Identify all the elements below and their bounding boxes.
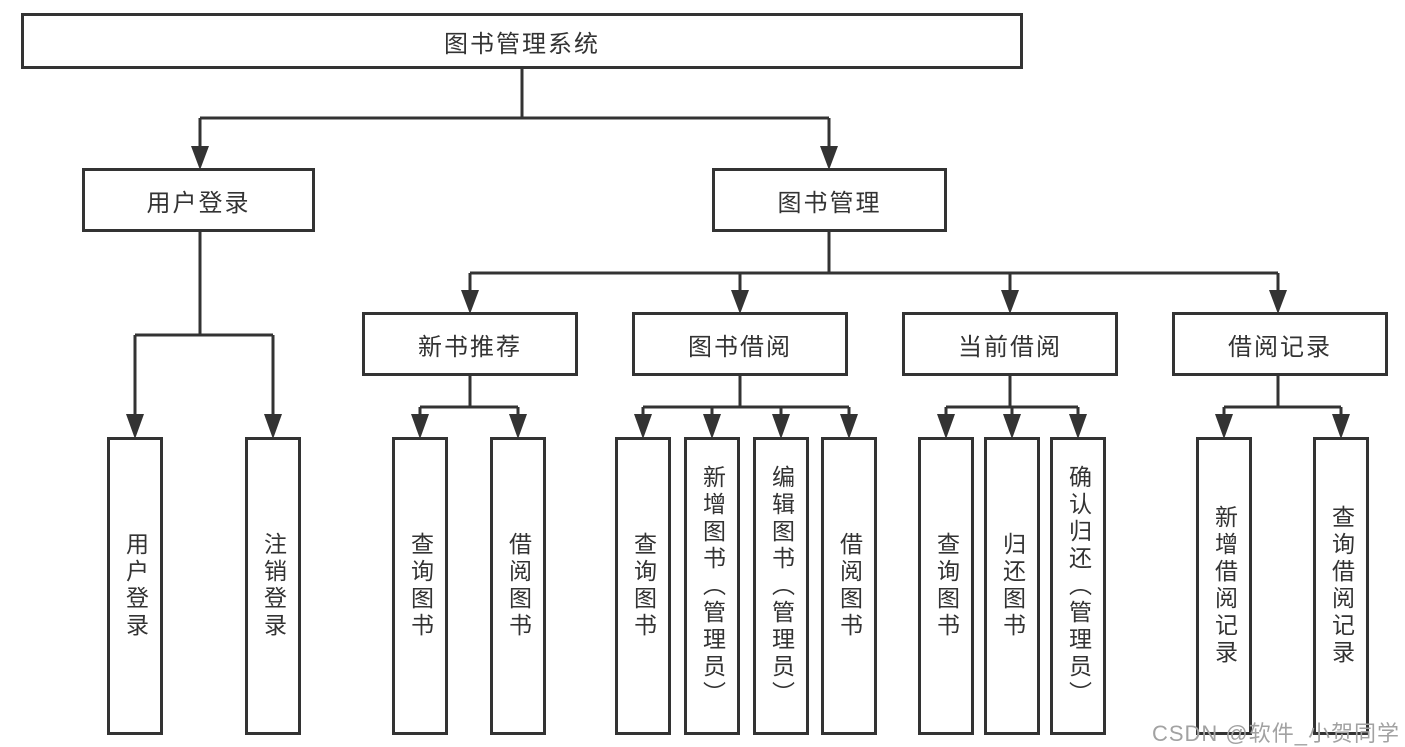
node-book-management: 图书管理	[712, 168, 947, 232]
node-leaf-add-borrow-record: 新增借阅记录	[1196, 437, 1252, 735]
node-current-borrowing: 当前借阅	[902, 312, 1118, 376]
node-leaf-edit-book-admin: 编辑图书（管理员）	[753, 437, 809, 735]
node-leaf-query-books-borrowing: 查询图书	[615, 437, 671, 735]
node-leaf-logout: 注销登录	[245, 437, 301, 735]
node-book-borrowing: 图书借阅	[632, 312, 848, 376]
node-leaf-confirm-return-admin: 确认归还（管理员）	[1050, 437, 1106, 735]
node-root-library-system: 图书管理系统	[21, 13, 1023, 69]
node-leaf-return-books: 归还图书	[984, 437, 1040, 735]
node-new-book-recommendation: 新书推荐	[362, 312, 578, 376]
node-leaf-query-books-current: 查询图书	[918, 437, 974, 735]
watermark-text: CSDN @软件_小贺同学	[1151, 721, 1400, 746]
node-user-login: 用户登录	[82, 168, 315, 232]
node-borrowing-records: 借阅记录	[1172, 312, 1388, 376]
node-leaf-add-book-admin: 新增图书（管理员）	[684, 437, 740, 735]
node-leaf-borrow-books-recommend: 借阅图书	[490, 437, 546, 735]
node-leaf-query-books-recommend: 查询图书	[392, 437, 448, 735]
node-leaf-user-login: 用户登录	[107, 437, 163, 735]
node-leaf-borrow-books-borrowing: 借阅图书	[821, 437, 877, 735]
node-leaf-query-borrow-record: 查询借阅记录	[1313, 437, 1369, 735]
